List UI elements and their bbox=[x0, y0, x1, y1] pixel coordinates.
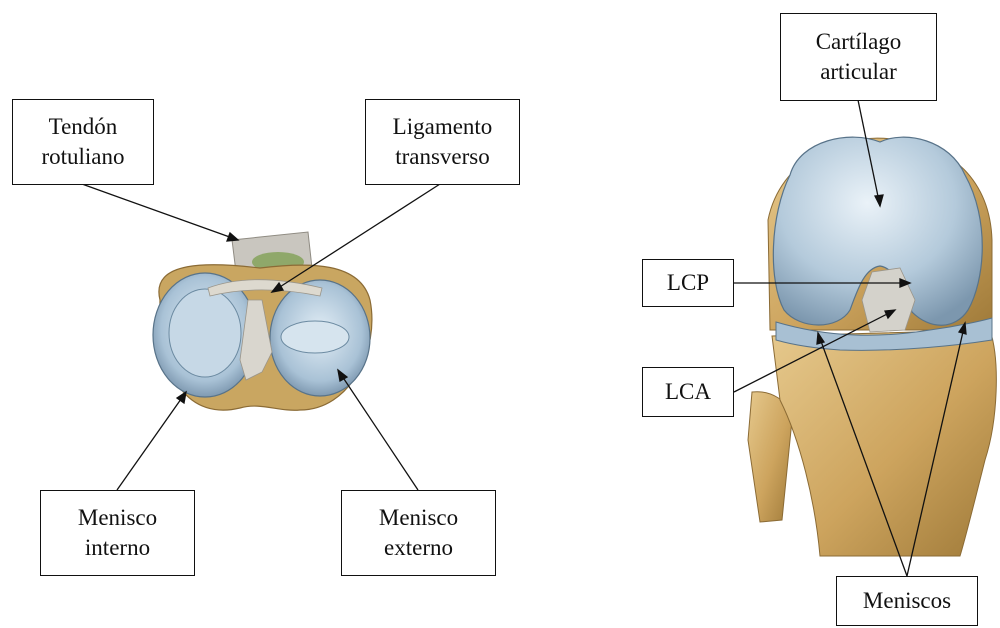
label-menisco-externo: Menisco externo bbox=[341, 490, 496, 576]
label-menisco-interno: Menisco interno bbox=[40, 490, 195, 576]
leader-menisco-externo bbox=[338, 370, 418, 490]
leader-menisco-interno bbox=[117, 392, 186, 490]
label-meniscos: Meniscos bbox=[836, 576, 978, 626]
label-lca: LCA bbox=[642, 367, 734, 417]
label-lcp: LCP bbox=[642, 259, 734, 307]
tibial-plateau-view bbox=[153, 232, 372, 410]
medial-articular-surface bbox=[169, 289, 241, 377]
label-ligamento-transverso: Ligamento transverso bbox=[365, 99, 520, 185]
leader-tendon-rotuliano bbox=[82, 184, 238, 240]
label-cartilago-articular: Cartílago articular bbox=[780, 13, 937, 101]
lateral-articular-surface bbox=[281, 321, 349, 353]
tibia bbox=[772, 330, 996, 556]
label-tendon-rotuliano: Tendón rotuliano bbox=[12, 99, 154, 185]
